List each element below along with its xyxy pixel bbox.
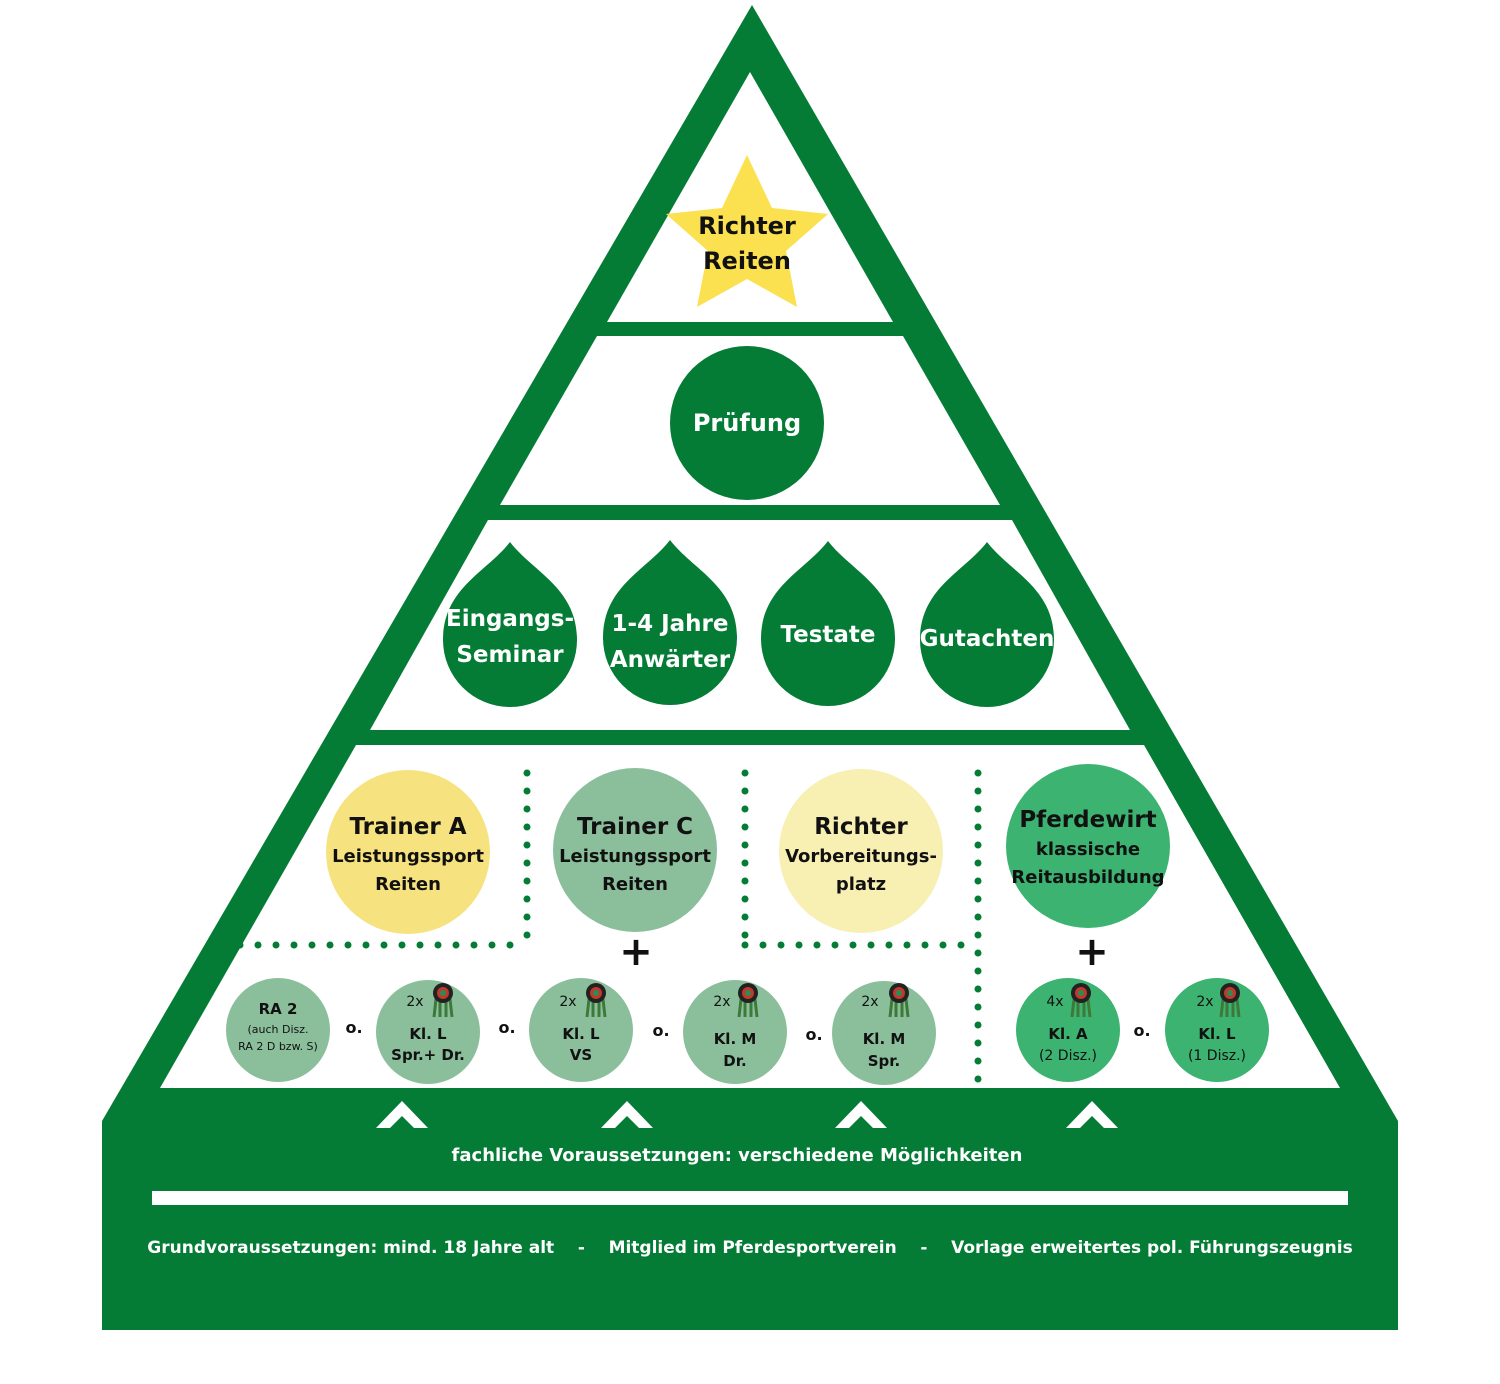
qual-trainer-c: Trainer C Leistungssport Reiten	[553, 768, 717, 932]
drop-gutachten: Gutachten	[920, 542, 1055, 707]
achievement-count: 2x	[861, 994, 878, 1010]
qual-line3: Reiten	[602, 874, 668, 895]
qual-circle	[326, 770, 490, 934]
qual-line2: Vorbereitungs-	[785, 846, 937, 867]
drop-label-line1: Gutachten	[920, 626, 1055, 652]
achievement-kl-l-vs: 2x Kl. L VS	[529, 978, 633, 1082]
up-arrow-icon	[835, 1101, 887, 1128]
achievement-circle	[1165, 978, 1269, 1082]
achievement-line2: Dr.	[723, 1052, 746, 1070]
achievement-count: 2x	[713, 994, 730, 1010]
qual-title: Trainer C	[577, 814, 693, 840]
exam-label: Prüfung	[693, 409, 801, 437]
or-separator: o.	[652, 1021, 669, 1040]
achievement-count: 2x	[1196, 994, 1213, 1010]
drop-label-line1: 1-4 Jahre	[612, 611, 729, 637]
drop-icon	[920, 542, 1054, 707]
achievement-kl-l-1disz: 2x Kl. L (1 Disz.)	[1165, 978, 1269, 1082]
qual-pferdewirt: Pferdewirt klassische Reitausbildung	[1006, 764, 1170, 928]
achievement-line2: Spr.+ Dr.	[391, 1046, 465, 1064]
drop-anwaerter: 1-4 Jahre Anwärter	[603, 540, 737, 705]
drop-label-line2: Seminar	[456, 642, 564, 668]
up-arrow-icon	[376, 1101, 428, 1128]
qual-line3: Reiten	[375, 874, 441, 895]
rosette-icon	[432, 983, 454, 1018]
qual-line2: klassische	[1036, 839, 1140, 860]
achievement-circle	[529, 978, 633, 1082]
achievement-line2: VS	[570, 1046, 592, 1064]
qual-line3: Reitausbildung	[1011, 867, 1164, 888]
plus-sign: +	[1075, 929, 1109, 975]
plus-sign: +	[619, 929, 653, 975]
ra-title: RA 2	[259, 1000, 298, 1018]
rosette-icon	[888, 983, 910, 1018]
achievement-kl-m-spr: 2x Kl. M Spr.	[832, 981, 936, 1085]
up-arrow-icon	[1066, 1101, 1118, 1128]
top-title-line2: Reiten	[703, 247, 791, 275]
qual-line2: Leistungssport	[332, 846, 484, 867]
exam-circle	[670, 346, 824, 500]
drop-icon	[761, 541, 895, 706]
ra-note2: RA 2 D bzw. S)	[238, 1040, 318, 1053]
achievement-count: 2x	[559, 994, 576, 1010]
drop-icon	[603, 540, 737, 705]
qual-circle	[553, 768, 717, 932]
qual-circle	[779, 769, 943, 933]
rosette-icon	[1219, 983, 1241, 1018]
achievement-kl-m-dr: 2x Kl. M Dr.	[683, 980, 787, 1084]
drop-icon	[443, 542, 577, 707]
up-arrows	[376, 1101, 1118, 1128]
qual-title: Trainer A	[349, 814, 466, 840]
drop-label-line2: Anwärter	[610, 647, 731, 673]
qual-line2: Leistungssport	[559, 846, 711, 867]
qual-richter-vorbereitung: Richter Vorbereitungs- platz	[779, 769, 943, 933]
rosette-icon	[585, 983, 607, 1018]
or-separator: o.	[805, 1025, 822, 1044]
achievement-line1: Kl. M	[863, 1030, 906, 1048]
or-separator: o.	[498, 1018, 515, 1037]
achievement-ra2: RA 2 (auch Disz. RA 2 D bzw. S)	[226, 978, 330, 1082]
ra-note1: (auch Disz.	[247, 1023, 308, 1036]
rosette-icon	[737, 983, 759, 1018]
achievement-line1: Kl. M	[714, 1030, 757, 1048]
or-separator: o.	[1133, 1021, 1150, 1040]
achievement-kl-a-2disz: 4x Kl. A (2 Disz.)	[1016, 978, 1120, 1082]
achievement-count: 4x	[1046, 994, 1063, 1010]
achievement-line2: Spr.	[868, 1052, 901, 1070]
drop-testate: Testate	[761, 541, 895, 706]
achievement-kl-l-spr-dr: 2x Kl. L Spr.+ Dr.	[376, 980, 480, 1084]
star-icon	[666, 155, 828, 307]
achievement-circle	[832, 981, 936, 1085]
achievement-line1: Kl. L	[562, 1025, 600, 1043]
top-title-line1: Richter	[698, 212, 796, 240]
up-arrow-icon	[601, 1101, 653, 1128]
drop-eingangs-seminar: Eingangs- Seminar	[443, 542, 577, 707]
achievement-line2: (1 Disz.)	[1188, 1048, 1246, 1064]
drop-label-line1: Testate	[780, 622, 875, 648]
achievement-line1: Kl. A	[1048, 1025, 1088, 1043]
achievement-circle	[376, 980, 480, 1084]
qual-title: Richter	[814, 814, 908, 840]
rosette-icon	[1070, 983, 1092, 1018]
base-divider	[152, 1191, 1348, 1205]
achievement-circle	[683, 980, 787, 1084]
qual-line3: platz	[836, 874, 886, 895]
dotted-dividers	[236, 769, 982, 1086]
achievement-line1: Kl. L	[409, 1025, 447, 1043]
qual-circle	[1006, 764, 1170, 928]
or-separator: o.	[345, 1018, 362, 1037]
fachliche-voraussetzungen: fachliche Voraussetzungen: verschiedene …	[452, 1145, 1023, 1166]
qual-title: Pferdewirt	[1019, 807, 1156, 833]
achievement-line1: Kl. L	[1198, 1025, 1236, 1043]
achievement-circle	[226, 978, 330, 1082]
qual-trainer-a: Trainer A Leistungssport Reiten	[326, 770, 490, 934]
achievement-circle	[1016, 978, 1120, 1082]
drop-label-line1: Eingangs-	[446, 606, 574, 632]
achievement-count: 2x	[406, 994, 423, 1010]
achievement-line2: (2 Disz.)	[1039, 1048, 1097, 1064]
grundvoraussetzungen: Grundvoraussetzungen: mind. 18 Jahre alt…	[147, 1238, 1352, 1258]
